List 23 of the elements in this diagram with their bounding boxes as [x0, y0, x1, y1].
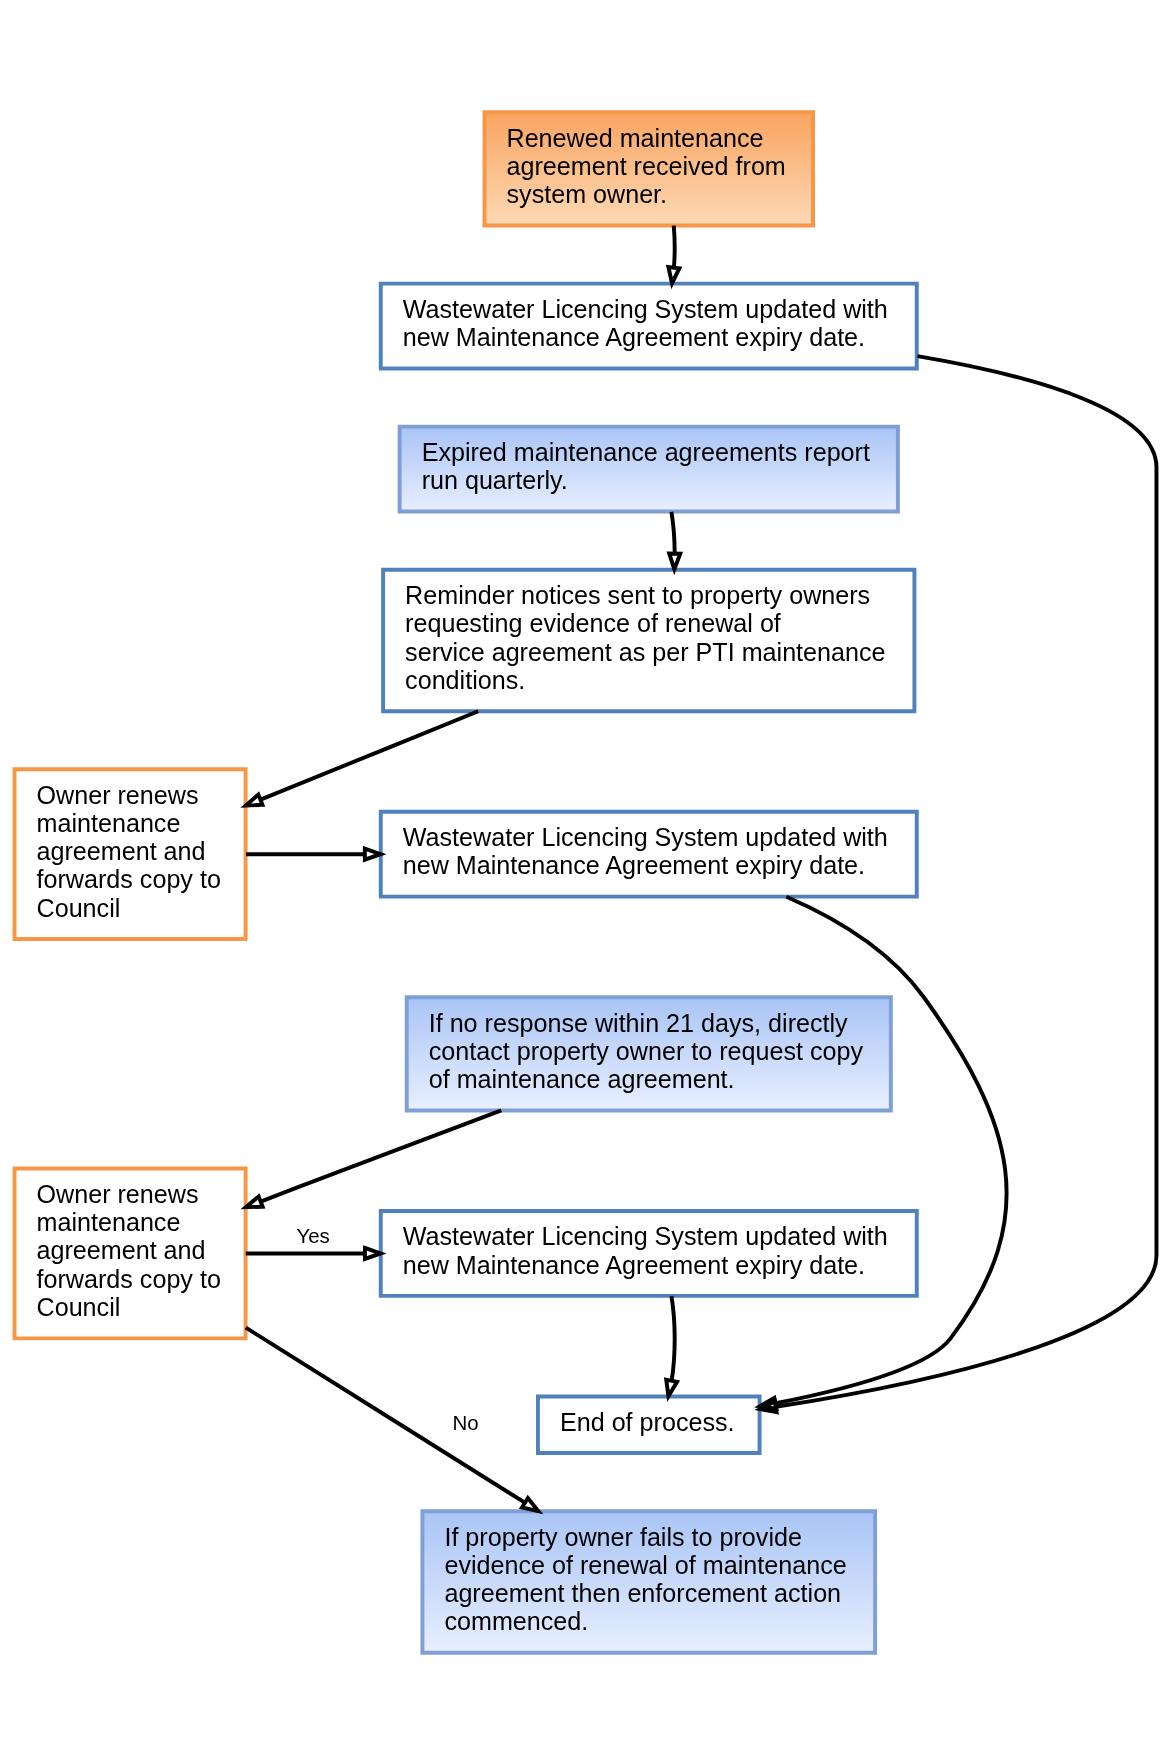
edge-label: No: [452, 1411, 479, 1434]
node-box: Wastewater Licencing System updated with new Maintenance Agreement expiry date.: [378, 809, 919, 899]
node-box: Renewed maintenance agreement received from system owner.: [482, 109, 815, 227]
node-box: Expired maintenance agreements report run quarterly.: [397, 424, 900, 513]
node-box: End of process.: [536, 1394, 762, 1455]
node-box: If no response within 21 days, directly contact property owner to request copy of maintenance agreement.: [404, 994, 893, 1112]
arrow: [245, 1244, 387, 1262]
arrow: [663, 1295, 681, 1402]
node-box: Wastewater Licencing System updated with new Maintenance Agreement expiry date.: [378, 1208, 919, 1298]
node-box: Owner renews maintenance agreement and forwards copy to Council: [12, 766, 248, 941]
arrow: [754, 894, 1009, 1411]
arrow: [240, 708, 479, 808]
node-box: Reminder notices sent to property owners requesting evidence of renewal of service agreement as per PTI maintenance conditions.: [381, 567, 917, 713]
node-box: If property owner fails to provide evidence of renewal of maintenance agreement then enforcement action commenced.: [420, 1508, 878, 1655]
arrow: [754, 353, 1159, 1415]
edge-label: Yes: [296, 1224, 330, 1247]
arrow: [240, 1108, 502, 1209]
arrow: [666, 511, 683, 575]
node-box: Wastewater Licencing System updated with new Maintenance Agreement expiry date.: [378, 281, 919, 370]
arrow: [244, 1325, 544, 1514]
node-box: Owner renews maintenance agreement and forwards copy to Council: [12, 1166, 248, 1340]
arrow: [665, 224, 683, 289]
arrow: [246, 845, 387, 862]
